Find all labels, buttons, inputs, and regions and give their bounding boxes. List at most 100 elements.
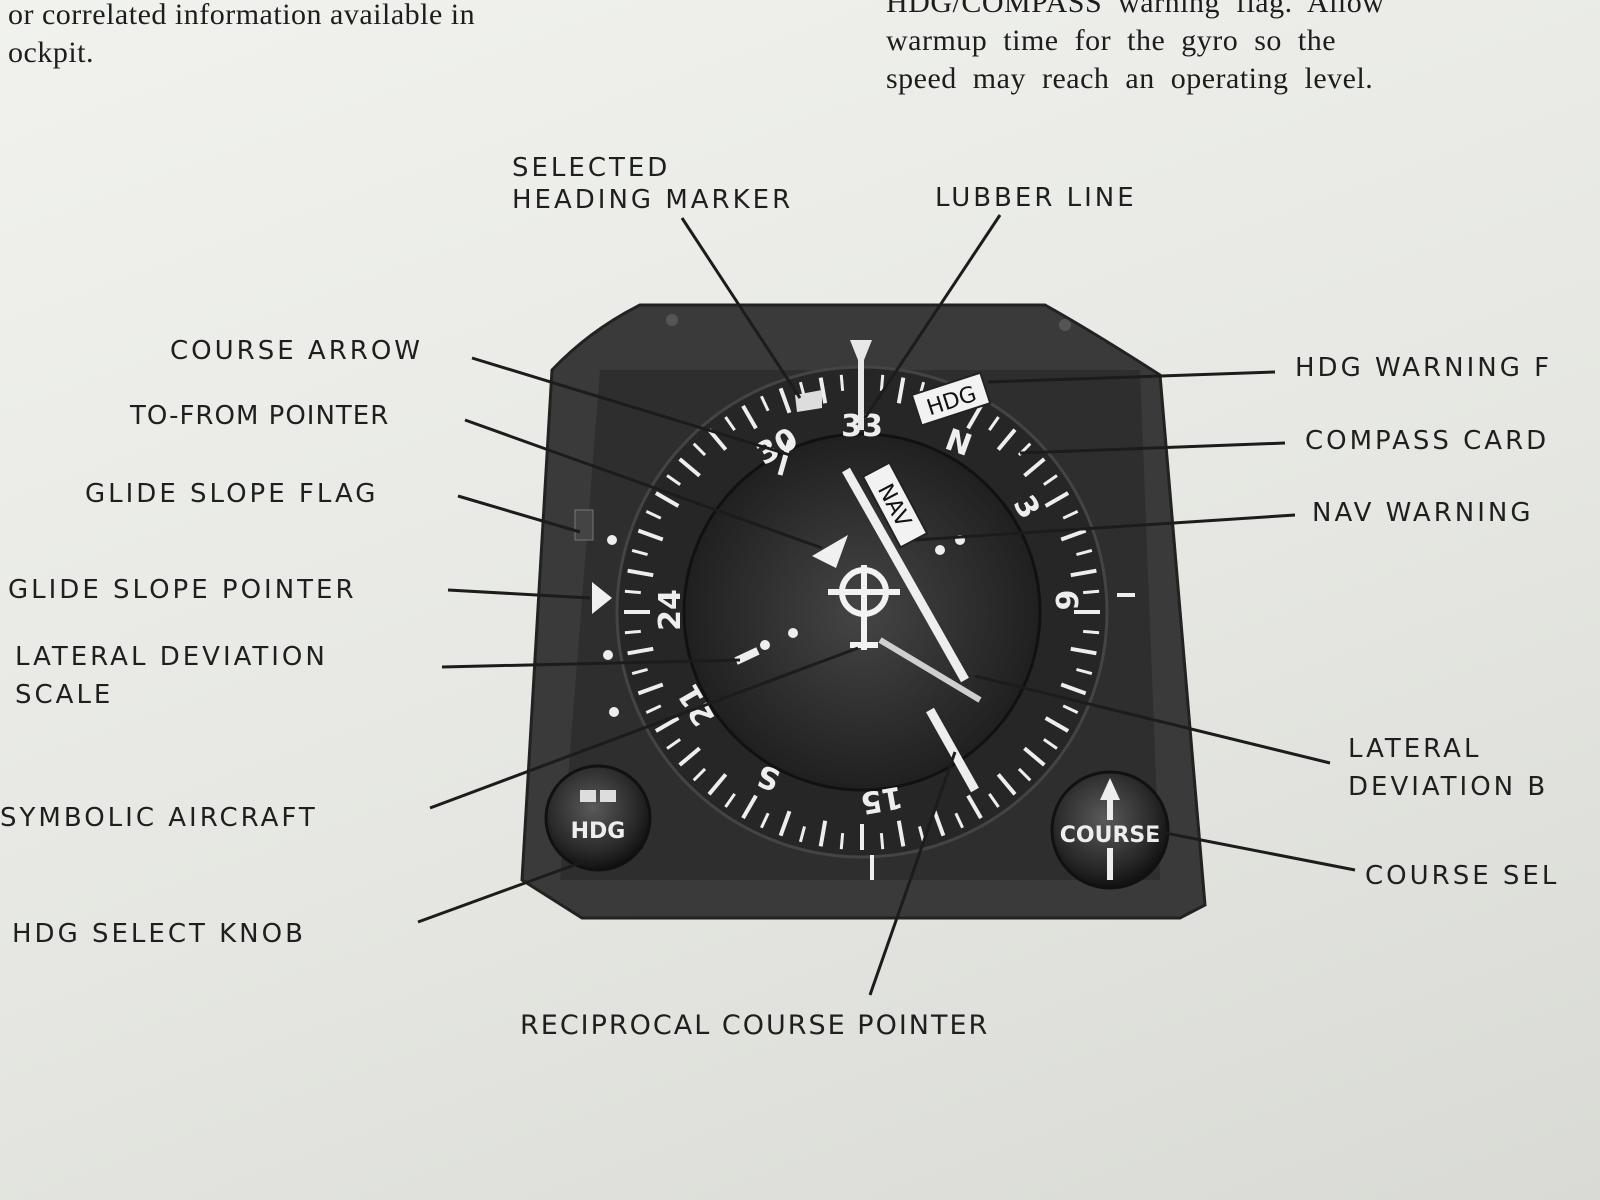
leader-lateral-deviation-bar xyxy=(974,674,1331,765)
compass-tick xyxy=(1023,457,1046,478)
compass-tick xyxy=(1076,668,1093,676)
compass-tick xyxy=(954,812,964,829)
compass-tick xyxy=(839,833,845,850)
leader-reciprocal-course-pointer xyxy=(868,751,957,996)
label-symbolic-aircraft: SYMBOLIC AIRCRAFT xyxy=(0,803,318,833)
leader-hdg-select-knob xyxy=(417,858,589,924)
compass-tick xyxy=(624,589,641,595)
label-lateral-deviation-scale: LATERAL DEVIATION SCALE xyxy=(15,642,328,710)
compass-tick xyxy=(818,377,828,404)
body-text-right: HDG/COMPASS warning flag. Allow warmup t… xyxy=(886,0,1384,98)
compass-tick xyxy=(896,377,906,404)
compass-tick xyxy=(818,820,828,847)
label-glide-slope-pointer: GLIDE SLOPE POINTER xyxy=(8,575,357,605)
compass-tick xyxy=(988,416,1000,432)
compass-tick xyxy=(1083,589,1100,595)
compass-tick xyxy=(707,773,728,796)
body-text-left: or correlated information available in o… xyxy=(8,0,475,72)
bezel-screw xyxy=(1059,319,1071,331)
compass-tick xyxy=(839,374,845,391)
compass-tick xyxy=(760,395,770,412)
compass-tick xyxy=(692,442,707,457)
glide-slope-flag xyxy=(574,509,594,541)
compass-tick xyxy=(654,716,680,733)
compass-tick xyxy=(1023,746,1046,767)
compass-tick xyxy=(692,767,707,782)
leader-to-from-pointer xyxy=(464,418,823,550)
compass-tick xyxy=(627,646,654,656)
compass-tick xyxy=(654,491,680,508)
compass-tick xyxy=(645,704,662,714)
course-arrow-tail xyxy=(777,439,793,476)
leader-nav-warning xyxy=(914,513,1296,542)
glide-slope-dot xyxy=(607,535,617,545)
compass-tick xyxy=(637,682,664,696)
compass-tick xyxy=(760,812,770,829)
course-arrow xyxy=(842,467,969,683)
reciprocal-course-pointer xyxy=(926,707,979,793)
label-to-from-pointer: TO-FROM POINTER xyxy=(130,401,390,431)
label-selected-heading-marker: SELECTED HEADING MARKER xyxy=(512,153,794,215)
label-lateral-deviation-bar: LATERAL DEVIATION B xyxy=(1348,734,1549,802)
text-line: speed may reach an operating level. xyxy=(886,62,1374,95)
text-line: warmup time for the gyro so the xyxy=(886,24,1337,57)
bezel-screw xyxy=(666,314,678,326)
glide-slope-pointer xyxy=(592,582,612,614)
label-reciprocal-course-pointer: RECIPROCAL COURSE POINTER xyxy=(520,1010,990,1041)
leader-lateral-deviation-scale xyxy=(441,658,741,669)
lateral-deviation-scale-mark xyxy=(734,647,760,665)
course-select-knob[interactable]: COURSE xyxy=(1050,770,1170,890)
compass-tick xyxy=(666,738,682,750)
compass-tick xyxy=(778,387,792,414)
compass-tick xyxy=(631,668,648,676)
compass-tick xyxy=(1060,682,1087,696)
leader-course-arrow xyxy=(471,356,791,457)
label-course-select: COURSE SEL xyxy=(1365,861,1560,891)
compass-tick xyxy=(1076,548,1093,556)
leader-lubber-line xyxy=(863,214,1002,419)
text-line: or correlated information available in xyxy=(8,0,476,31)
lateral-deviation-bar xyxy=(878,637,982,703)
deviation-dot xyxy=(788,628,798,638)
label-hdg-select-knob: HDG SELECT KNOB xyxy=(12,919,306,949)
compass-tick xyxy=(724,792,736,808)
compass-tick xyxy=(645,510,662,520)
compass-tick xyxy=(1044,491,1070,508)
compass-tick xyxy=(1070,646,1097,656)
compass-tick xyxy=(966,794,983,820)
compass-tick xyxy=(996,428,1017,451)
compass-tick xyxy=(741,794,758,820)
compass-tick xyxy=(1083,629,1100,635)
leader-selected-heading-marker xyxy=(680,217,802,399)
compass-tick xyxy=(631,548,648,556)
compass-tick xyxy=(666,474,682,486)
compass-tick xyxy=(1062,704,1079,714)
compass-card-ticks xyxy=(624,374,1100,850)
compass-tick xyxy=(741,404,758,430)
compass-tick xyxy=(1044,716,1070,733)
glide-slope-dot xyxy=(603,650,613,660)
compass-tick xyxy=(966,404,983,430)
compass-tick xyxy=(1042,474,1058,486)
compass-tick xyxy=(879,833,885,850)
leader-compass-card xyxy=(1019,441,1286,455)
lubber-line xyxy=(850,340,872,430)
compass-tick xyxy=(707,428,728,451)
text-line: ockpit. xyxy=(8,36,94,69)
compass-tick xyxy=(724,416,736,432)
deviation-dot xyxy=(935,545,945,555)
card-number-24: 24 xyxy=(653,589,688,631)
hdg-knob-label: HDG xyxy=(571,819,626,844)
compass-tick xyxy=(627,568,654,578)
selected-heading-marker xyxy=(795,390,822,412)
compass-tick xyxy=(1042,738,1058,750)
compass-tick xyxy=(624,629,641,635)
compass-tick xyxy=(879,374,885,391)
compass-tick xyxy=(798,826,806,843)
compass-tick xyxy=(996,773,1017,796)
hdg-select-knob[interactable]: HDG xyxy=(544,764,652,872)
label-glide-slope-flag: GLIDE SLOPE FLAG xyxy=(85,479,379,509)
label-nav-warning: NAV WARNING xyxy=(1312,498,1534,528)
compass-tick xyxy=(778,810,792,837)
